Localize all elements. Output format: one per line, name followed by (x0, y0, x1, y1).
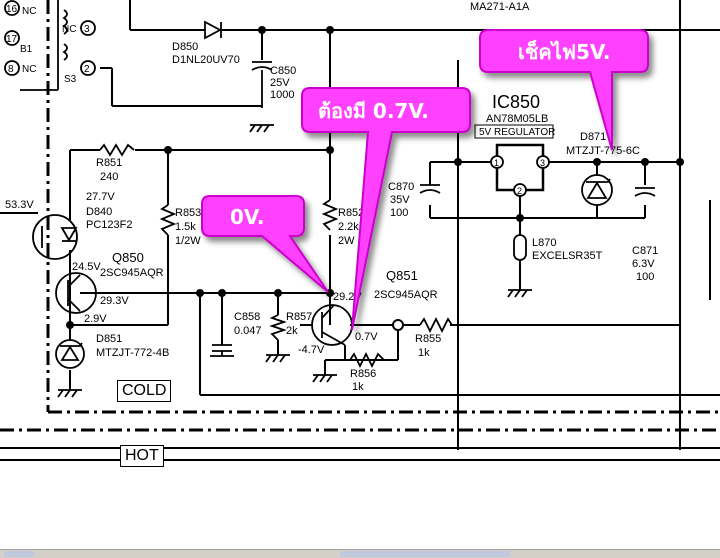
q850-part: 2SC945AQR (100, 267, 164, 279)
r857-ref: R857 (286, 311, 312, 323)
q851-transistor (311, 304, 353, 346)
c850-voltage: 25V (270, 77, 290, 89)
r852-resistor (321, 199, 339, 231)
l870-inductor (513, 234, 527, 261)
pin-s3-label: S3 (64, 74, 77, 85)
c870-voltage: 35V (390, 194, 410, 206)
wires (0, 0, 720, 461)
d850-part: D1NL20UV70 (172, 54, 240, 66)
voltage-24v: 24.5V (72, 261, 101, 273)
ic850-desc-box (474, 124, 554, 139)
r855-ref: R855 (415, 333, 441, 345)
l870-ref: L870 (532, 237, 556, 249)
callout-check-5v (479, 29, 649, 151)
junctions (66, 26, 684, 331)
c870-capacitor (419, 184, 441, 194)
voltage-29-3v: 29.3V (100, 295, 129, 307)
d850-ref: D850 (172, 41, 198, 53)
r851-resistor (99, 143, 135, 157)
c850-capacitor (251, 61, 273, 108)
top-partial-label: MA271-A1A (470, 1, 530, 13)
r855-resistor (419, 316, 453, 334)
r851-ref: R851 (96, 157, 122, 169)
callout-check-5v-text: เช็คไฟ5V. (518, 39, 610, 64)
q850-ref: Q850 (112, 250, 144, 265)
c870-ref: C870 (388, 181, 414, 193)
d851-zener (55, 339, 85, 369)
ic850-pin2: 2 (517, 186, 522, 196)
d871-ref: D871 (580, 131, 606, 143)
c871-capacitor (634, 187, 656, 197)
c858-ref: C858 (234, 311, 260, 323)
hot-ground-label: HOT (120, 445, 164, 467)
r857-resistor (269, 314, 287, 341)
r855-value: 1k (418, 347, 430, 359)
pin-nc3-label: NC (62, 24, 76, 35)
ic850-part: AN78M05LB (486, 113, 548, 125)
r856-value: 1k (352, 381, 364, 393)
pin-2-label: 2 (84, 64, 90, 75)
r853-ref: R853 (175, 207, 201, 219)
pin-16-label: 16 (6, 4, 18, 15)
q850-transistor (55, 272, 97, 314)
d850-diode (204, 20, 222, 40)
c850-ref: C850 (270, 65, 296, 77)
pin-8-label: 8 (8, 64, 14, 75)
d851-ref: D851 (96, 333, 122, 345)
q851-ref: Q851 (386, 268, 418, 283)
r857-value: 2k (286, 325, 298, 337)
voltage-2-9v: 2.9V (84, 313, 107, 325)
ic850-ref: IC850 (492, 92, 540, 112)
pin-b1-label: B1 (20, 44, 33, 55)
transformer-pins (4, 0, 96, 91)
c871-voltage: 6.3V (632, 258, 655, 270)
voltage-0-7v: 0.7V (355, 331, 378, 343)
pin-3-label: 3 (84, 24, 90, 35)
q851-part: 2SC945AQR (374, 289, 438, 301)
taskbar-start[interactable] (4, 551, 34, 557)
callout-must-have-text: ต้องมี 0.7V. (318, 99, 429, 123)
ic850-pin1: 1 (494, 158, 499, 168)
ground-symbols (57, 124, 532, 398)
r852-ref: R852 (338, 207, 364, 219)
voltage-neg-4-7v: -4.7V (298, 344, 325, 356)
d840-voltage: 27.7V (86, 191, 115, 203)
c871-value: 100 (636, 271, 654, 283)
d840-part: PC123F2 (86, 219, 132, 231)
d840-ref: D840 (86, 206, 112, 218)
c871-ref: C871 (632, 245, 658, 257)
pin-nc2-label: NC (22, 64, 36, 75)
d871-zener (581, 174, 613, 206)
r856-resistor (349, 351, 385, 369)
c858-value: 0.047 (234, 325, 262, 337)
taskbar-item[interactable] (340, 551, 510, 557)
r851-value: 240 (100, 171, 118, 183)
r853-value: 1.5k (175, 221, 196, 233)
voltage-53v: 53.3V (5, 199, 34, 211)
ic850-desc: 5V REGULATOR (479, 127, 555, 138)
r852-power: 2W (338, 235, 355, 247)
taskbar (0, 549, 720, 558)
c870-value: 100 (390, 207, 408, 219)
d871-part: MTZJT-775-6C (566, 145, 640, 157)
r852-value: 2.2k (338, 221, 359, 233)
l870-part: EXCELSR35T (532, 250, 603, 262)
r856-ref: R856 (350, 368, 376, 380)
c850-value: 1000 (270, 89, 294, 101)
callout-must-have (301, 87, 471, 331)
c858-capacitor (212, 344, 232, 356)
isolation-boundary (0, 0, 720, 432)
r853-resistor (159, 204, 177, 236)
pin-17-label: 17 (6, 34, 18, 45)
callout-zero-volt-text: 0V. (230, 205, 264, 229)
d840-optocoupler (32, 214, 78, 260)
pin-nc-label: NC (22, 6, 36, 17)
d851-part: MTZJT-772-4B (96, 347, 169, 359)
ic850-pin3: 3 (540, 158, 545, 168)
ic850-regulator (490, 143, 550, 197)
r853-power: 1/2W (175, 235, 201, 247)
callout-zero-volt (201, 195, 329, 293)
cold-ground-label: COLD (117, 380, 172, 402)
